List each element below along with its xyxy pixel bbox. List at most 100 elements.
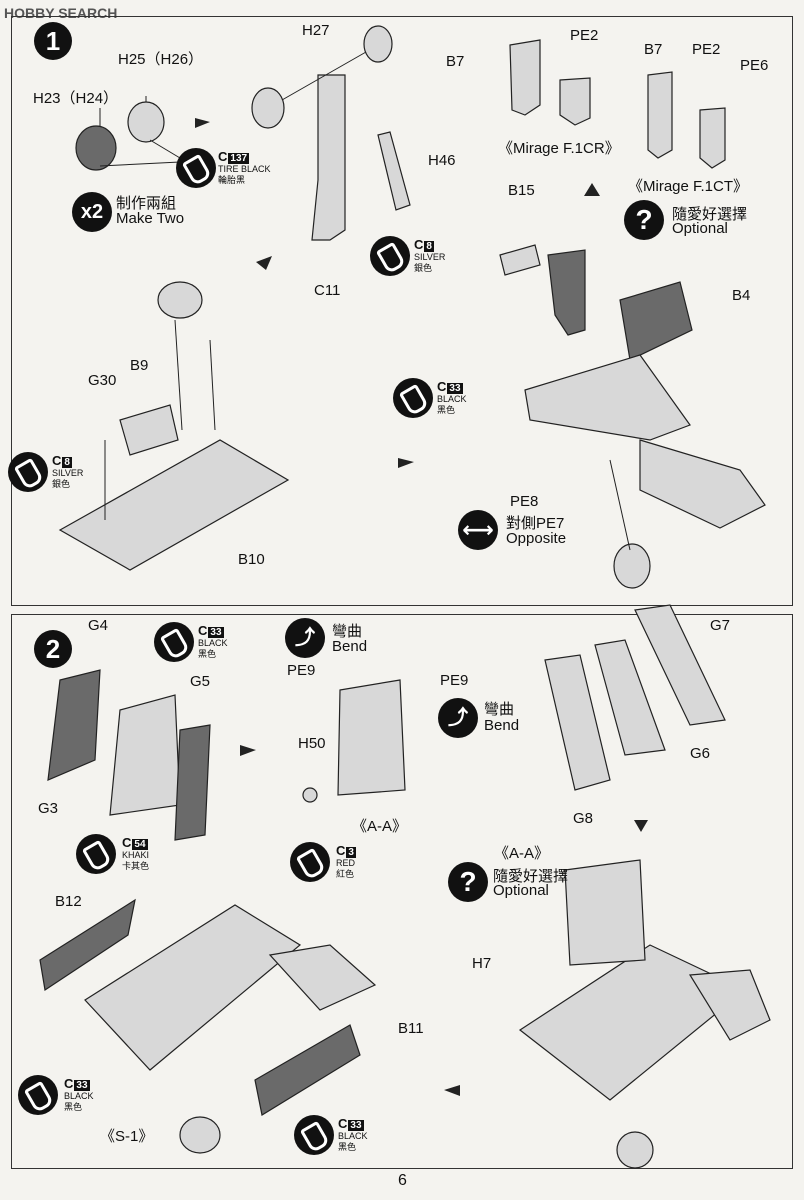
label-h50: H50 (298, 735, 326, 752)
bend2-zh: 彎曲 (484, 701, 515, 718)
optional-zh-step1: 隨愛好選擇 (672, 206, 748, 223)
label-g6: G6 (690, 745, 711, 762)
label-b4: B4 (732, 287, 751, 304)
step-2-badge: 2 (34, 630, 72, 668)
label-g30: G30 (88, 372, 117, 389)
paint-name-black-top: BLACK (198, 638, 228, 648)
arrow-7 (444, 1085, 460, 1096)
arrow-6 (634, 820, 648, 832)
label-h23: H23（H24） (33, 90, 119, 107)
optional-question-icon: ? (624, 200, 664, 240)
label-g7: G7 (710, 617, 731, 634)
part-b11 (254, 1024, 361, 1116)
paint-zh-khaki: 卡其色 (122, 861, 150, 871)
label-b9: B9 (130, 357, 149, 374)
label-pe2-b: PE2 (692, 41, 721, 58)
label-mirage-cr: 《Mirage F.1CR》 (498, 140, 620, 157)
seat-body-1 (109, 694, 181, 816)
part-seat-frame (547, 249, 586, 336)
wheel-h25 (127, 101, 165, 143)
label-b7-b: B7 (644, 41, 663, 58)
step1-panel (11, 16, 793, 606)
paint-brush-icon (176, 148, 216, 188)
label-b12: B12 (55, 893, 82, 910)
paint-name-black-bm: BLACK (338, 1131, 368, 1141)
label-b7-a: B7 (446, 53, 465, 70)
paint-zh-tire: 輪胎黑 (218, 175, 246, 185)
part-b4 (619, 281, 693, 361)
make-two-en: Make Two (116, 210, 185, 227)
label-aa-1: 《A-A》 (352, 818, 408, 835)
bend1-zh: 彎曲 (332, 623, 363, 640)
cockpit-tub-left (58, 439, 290, 571)
paint-brush-icon (18, 1075, 58, 1115)
make-two-zh: 制作兩組 (116, 195, 177, 212)
paint-name-black1: BLACK (437, 394, 467, 404)
label-g5: G5 (190, 673, 211, 690)
bend-icon: ⤴ (438, 698, 478, 738)
watermark-text: HOBBY SEARCH (4, 5, 118, 21)
paint-name-red: RED (336, 858, 356, 868)
opposite-arrow-icon: ⟷ (458, 510, 498, 550)
part-b7-ct (647, 71, 673, 159)
step-1-badge: 1 (34, 22, 72, 60)
label-h25: H25（H26） (118, 51, 204, 68)
label-g8: G8 (573, 810, 594, 827)
arrow-3 (256, 256, 272, 270)
part-g7 (634, 604, 726, 726)
paint-brush-icon (290, 842, 330, 882)
label-g4: G4 (88, 617, 109, 634)
optional-zh-step2: 隨愛好選擇 (493, 868, 569, 885)
main-wheel-left-step1 (157, 281, 203, 319)
paint-brush-icon (76, 834, 116, 874)
part-g6 (594, 639, 666, 756)
opposite-zh: 對側PE7 (506, 515, 565, 532)
main-wheel-step1 (613, 543, 651, 589)
bend1-en: Bend (332, 638, 368, 655)
paint-code-num: 33 (208, 627, 224, 638)
paint-zh-black-bl: 黑色 (64, 1102, 83, 1112)
seat-lower-right (564, 859, 646, 966)
bend-icon: ⤴ (285, 618, 325, 658)
part-b9 (119, 404, 179, 456)
paint-code-num: 33 (348, 1120, 364, 1131)
label-b10: B10 (238, 551, 265, 568)
cockpit-lower-left (84, 904, 302, 1071)
arrow-4 (398, 458, 414, 468)
label-h46: H46 (428, 152, 456, 169)
cockpit-tub-right (524, 354, 691, 441)
paint-zh-red: 紅色 (336, 869, 355, 879)
arrow-5 (240, 745, 256, 756)
label-pe9-a: PE9 (287, 662, 316, 679)
paint-code-num: 33 (74, 1080, 90, 1091)
label-h7: H7 (472, 955, 492, 972)
paint-brush-icon (393, 378, 433, 418)
seat-aa (337, 679, 406, 796)
part-b12 (39, 898, 136, 992)
part-pe2-ct (699, 107, 726, 169)
paint-name-silver2: SILVER (52, 468, 84, 478)
label-pe6: PE6 (740, 57, 769, 74)
paint-zh-black-top: 黑色 (198, 649, 217, 659)
paint-zh-black-bm: 黑色 (338, 1142, 357, 1152)
fuselage-lower-left (268, 944, 377, 1011)
fuselage-lower-right (688, 969, 771, 1041)
paint-zh-silver1: 銀色 (414, 263, 433, 273)
paint-zh-silver2: 銀色 (52, 479, 71, 489)
part-b15 (499, 244, 541, 276)
make-two-icon: x2 (72, 192, 112, 232)
paint-code-num: 8 (62, 457, 72, 468)
door-h46 (377, 131, 411, 211)
fuselage-right (639, 439, 766, 529)
paint-code-num: 3 (346, 847, 356, 858)
optional-en-step1: Optional (672, 220, 728, 237)
